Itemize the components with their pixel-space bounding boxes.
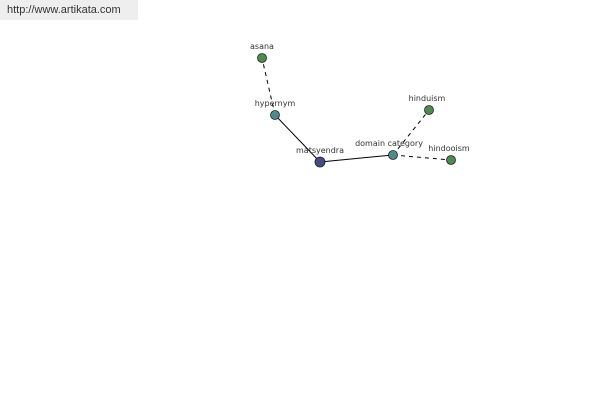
node-matsyendra[interactable] xyxy=(314,156,326,168)
watermark-box: http://www.artikata.com xyxy=(0,0,138,20)
node-label-matsyendra: matsyendra xyxy=(296,146,344,155)
edge-domain-category-hindooism xyxy=(392,154,452,161)
node-hindooism[interactable] xyxy=(446,155,456,165)
node-asana[interactable] xyxy=(257,53,267,63)
node-label-hypernym: hypernym xyxy=(255,99,296,108)
labels-layer: matsyendra hypernym asana domain category hi… xyxy=(250,42,470,155)
edge-hypernym-asana xyxy=(261,57,276,116)
edge-domain-category-hinduism xyxy=(392,109,430,156)
watermark-url: http://www.artikata.com xyxy=(7,4,121,16)
edge-matsyendra-domain-category xyxy=(319,154,394,163)
edges-layer xyxy=(261,57,452,163)
node-label-hindooism: hindooism xyxy=(428,144,470,153)
node-label-asana: asana xyxy=(250,42,274,51)
node-label-domain-category: domain category xyxy=(355,139,423,148)
nodes-layer xyxy=(257,53,456,168)
node-hinduism[interactable] xyxy=(424,105,434,115)
edge-matsyendra-hypernym xyxy=(274,114,321,163)
node-domain-category[interactable] xyxy=(388,150,398,160)
node-hypernym[interactable] xyxy=(270,110,280,120)
node-label-hinduism: hinduism xyxy=(409,94,446,103)
